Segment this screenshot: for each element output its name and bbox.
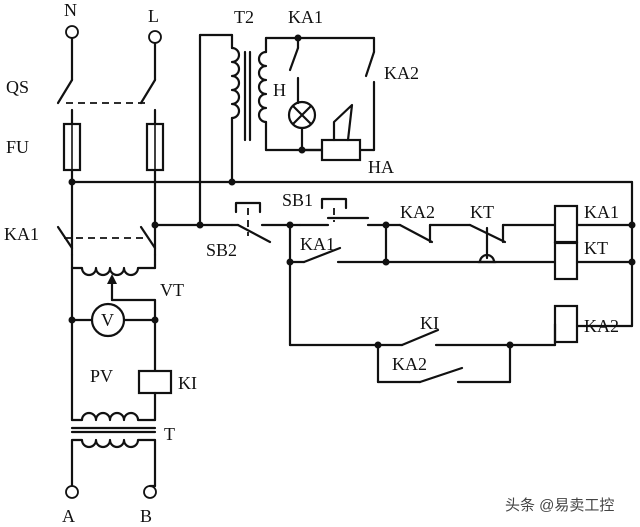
label-ka2-row1: KA2 (400, 202, 435, 222)
label-ka2-coil: KA2 (584, 316, 619, 336)
sb2-button-head (234, 201, 262, 214)
t2-primary-winding (230, 46, 241, 120)
relay-ladder (230, 197, 636, 384)
label-ka1-top: KA1 (288, 7, 323, 27)
ha-horn-flare (332, 103, 354, 142)
qs-switch-blade-l (139, 78, 157, 105)
label-t: T (164, 424, 175, 444)
kt-timer-coil (553, 241, 579, 281)
ka1-contact-right (139, 225, 157, 250)
sb2-pushbutton-contact (236, 223, 272, 244)
label-a: A (62, 506, 75, 526)
terminal-n (65, 25, 79, 39)
label-ka1-left: KA1 (4, 224, 39, 244)
kt-delay-symbol (478, 253, 496, 264)
labels: N L QS FU KA1 VT V PV KI T A B T2 KA1 KA… (4, 0, 619, 526)
label-ka2-top: KA2 (384, 63, 419, 83)
label-ki-left: KI (178, 373, 197, 393)
watermark-text: 头条 @易卖工控 (505, 497, 614, 514)
label-sb1: SB1 (282, 190, 313, 210)
label-t2: T2 (234, 7, 254, 27)
label-pv: PV (90, 366, 113, 386)
qs-switch-blade-n (56, 78, 74, 105)
label-qs: QS (6, 77, 29, 97)
label-n: N (64, 0, 77, 20)
ha-alarm-horn (320, 138, 362, 162)
label-ha: HA (368, 157, 394, 177)
terminal-l (148, 30, 162, 44)
label-ka1-coil: KA1 (584, 202, 619, 222)
ka1-contact-signal (288, 46, 300, 72)
vt-autotransformer-winding (70, 266, 157, 277)
ki-contact (400, 328, 440, 347)
ka2-nc-contact (398, 223, 434, 244)
left-supply-section (56, 25, 173, 499)
ka2-relay-coil (553, 304, 579, 344)
label-kt-coil: KT (584, 238, 608, 258)
label-ka1-row2: KA1 (300, 234, 335, 254)
label-fu: FU (6, 137, 29, 157)
label-ki-row3: KI (420, 313, 439, 333)
ka2-contact-signal (364, 50, 376, 78)
t-transformer-primary (70, 411, 157, 422)
signal-circuit (198, 33, 376, 227)
t2-secondary-winding (257, 50, 268, 124)
terminal-b (143, 485, 157, 499)
label-h: H (273, 80, 286, 100)
terminal-a (65, 485, 79, 499)
sb1-button-head (320, 197, 348, 210)
label-l: L (148, 6, 159, 26)
control-buses (68, 178, 634, 328)
ka1-holding-contact (302, 246, 342, 264)
ki-current-relay-coil (137, 369, 173, 395)
label-sb2: SB2 (206, 240, 237, 260)
label-ka2-row3: KA2 (392, 354, 427, 374)
label-b: B (140, 506, 152, 526)
label-vt: VT (160, 280, 184, 300)
label-v: V (101, 310, 114, 330)
t-transformer-secondary (70, 438, 157, 449)
ka1-relay-coil (553, 204, 579, 244)
label-kt-row1: KT (470, 202, 494, 222)
ka2-holding-contact (418, 366, 464, 384)
